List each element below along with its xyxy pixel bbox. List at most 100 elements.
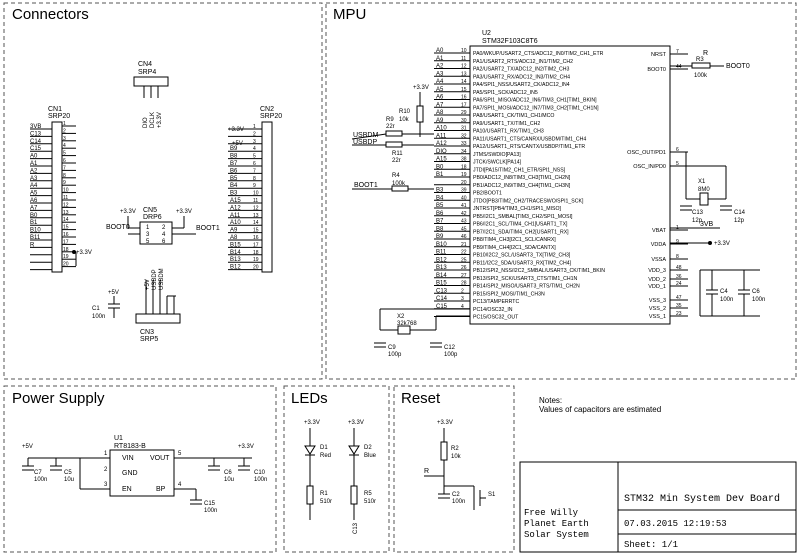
leds-panel-frame [283,385,390,553]
u2-left-pin-number: 16 [461,95,467,101]
cn4-body [133,76,169,87]
u2-left-pin-number: 26 [461,265,467,271]
u2-left-pin-number: 14 [461,79,467,85]
r9-body [385,130,403,137]
cn2-pin-net: B13 [230,257,241,263]
power-out-net: +3.3V [238,444,254,450]
u2-left-pin-number: 27 [461,273,467,279]
cn2-pin-net: B7 [230,161,238,167]
cn3-usbdp: USBDP [152,269,158,290]
u2-left-net: B11 [436,250,447,256]
u2-left-net: A2 [436,64,444,70]
cn5-pin-5: 5 [146,239,150,245]
u2-left-pin-label: PB13/SPI2_SCK/USART3_CTS/TIM1_CH1N [473,276,578,282]
u1-ref: U1 [114,435,123,442]
cn1-pin-number: 14 [63,217,69,223]
u2-left-pin-label: PB9/TIM4_CH4[I2C1_SDA/CANTX] [473,245,556,251]
u2-left-pin-label: PB8/TIM4_CH3[I2C1_SCL/CANRX] [473,237,556,243]
c6-value: 10u [224,477,234,483]
c15-value: 100n [204,508,217,514]
u2-left-pin-label: PA4/SPI1_NSS/USART2_CK/ADC12_IN4 [473,82,570,88]
cn4-ref: CN4 [138,61,152,68]
u1-pinnum-1: 1 [104,451,108,457]
u2-left-pin-label: PA8/USART1_CK/TIM1_CH1/MCO [473,113,554,119]
cn2-pin-net: A9 [230,228,238,234]
cn1-pin-number: 12 [63,202,69,208]
c5-value: 10u [64,477,74,483]
u2-left-net: A5 [436,87,444,93]
cn1-pin-number: 15 [63,225,69,231]
r2-ref: R2 [451,446,459,452]
u1-body [109,449,175,497]
r10-net: +3.3V [413,85,429,91]
cn2-pin-number: 18 [253,250,259,256]
d1-ref: D1 [320,445,328,451]
u2-right-pin-number: 7 [676,49,679,55]
cn1-pin-number: 13 [63,210,69,216]
u2-left-pin-number: 3 [461,296,464,302]
cn2-pin-number: 2 [253,131,256,137]
u2-left-pin-number: 13 [461,71,467,77]
c12-ref: C12 [444,345,456,351]
c10-value: 100n [254,477,267,483]
u2-right-pin-label: BOOT0 [647,67,666,73]
u2-left-net: A12 [436,141,447,147]
u2-right-pin-label: VSS_3 [649,298,666,304]
cn5-boot1: BOOT1 [196,225,220,232]
x1-ref: X1 [698,179,706,185]
cn2-pin-net: B8 [230,154,238,160]
c1-net: +5V [108,290,119,296]
u2-left-pin-number: 45 [461,226,467,232]
cn2-pin-net: A8 [230,235,238,241]
cn2-pin-net: A15 [230,198,241,204]
u2-left-pin-number: 31 [461,126,467,132]
cn2-pin-number: 20 [253,265,259,271]
cn5-pin-1: 1 [146,225,150,231]
cn1-pin-net: B0 [30,213,38,219]
u2-right-pin-number: 8 [676,254,679,260]
usbdp-label: USBDP [353,139,377,146]
u2-right-pin-label: OSC_IN/PD0 [633,164,666,170]
r4-ref: R4 [392,173,400,179]
boot1-label: BOOT1 [354,182,378,189]
c2-value: 100n [452,499,465,505]
cn5-pin-4: 4 [162,232,166,238]
u1-pinnum-2: 2 [104,467,108,473]
cn1-pin-net: B10 [30,228,41,234]
cn4-dclk: DCLK [150,112,156,128]
cn2-pin-number: 9 [253,183,256,189]
cn2-pin-number: 13 [253,213,259,219]
u2-left-pin-label: PA11/USART1_CTS/CANRX/USBDM/TIM1_CH4 [473,136,586,142]
r1-ref: R1 [320,491,328,497]
cn1-pin-number: 4 [63,143,66,149]
u1-pin-en: EN [122,486,132,493]
cn3-body [135,313,181,324]
u1-pinnum-3: 3 [104,482,108,488]
cn2-3v3-label: +3.3V [228,127,244,133]
cn1-pin-net: C14 [30,139,42,145]
cn1-pin-net: A7 [30,205,38,211]
u2-left-net: A11 [436,133,447,139]
u2-left-pin-label: PB5/I2C1_SMBAL[TIM3_CH2/SPI1_MOSI] [473,214,573,220]
cn1-pin-net: B1 [30,220,38,226]
power-panel-frame [3,385,277,553]
u2-left-net: B15 [436,281,447,287]
cn3-ref: CN3 [140,329,154,336]
u2-left-pin-label: JTCK/SWCLK[PA14] [473,160,522,166]
c1-ref: C1 [92,306,100,312]
u1-pin-vin: VIN [122,455,134,462]
u2-nrst-net: R [703,50,708,57]
cn1-pin-number: 5 [63,151,66,157]
u2-left-net: B10 [436,242,447,248]
cn2-pin-number: 17 [253,242,259,248]
u1-pin-vout: VOUT [150,455,170,462]
u2-ref: U2 [482,30,491,37]
cn2-type: SRP20 [260,113,282,120]
cn1-3v3-label: +3.3V [76,250,92,256]
vbat-net: 3VB [700,221,714,228]
u2-left-pin-number: 19 [461,172,467,178]
cn1-type: SRP20 [48,113,70,120]
